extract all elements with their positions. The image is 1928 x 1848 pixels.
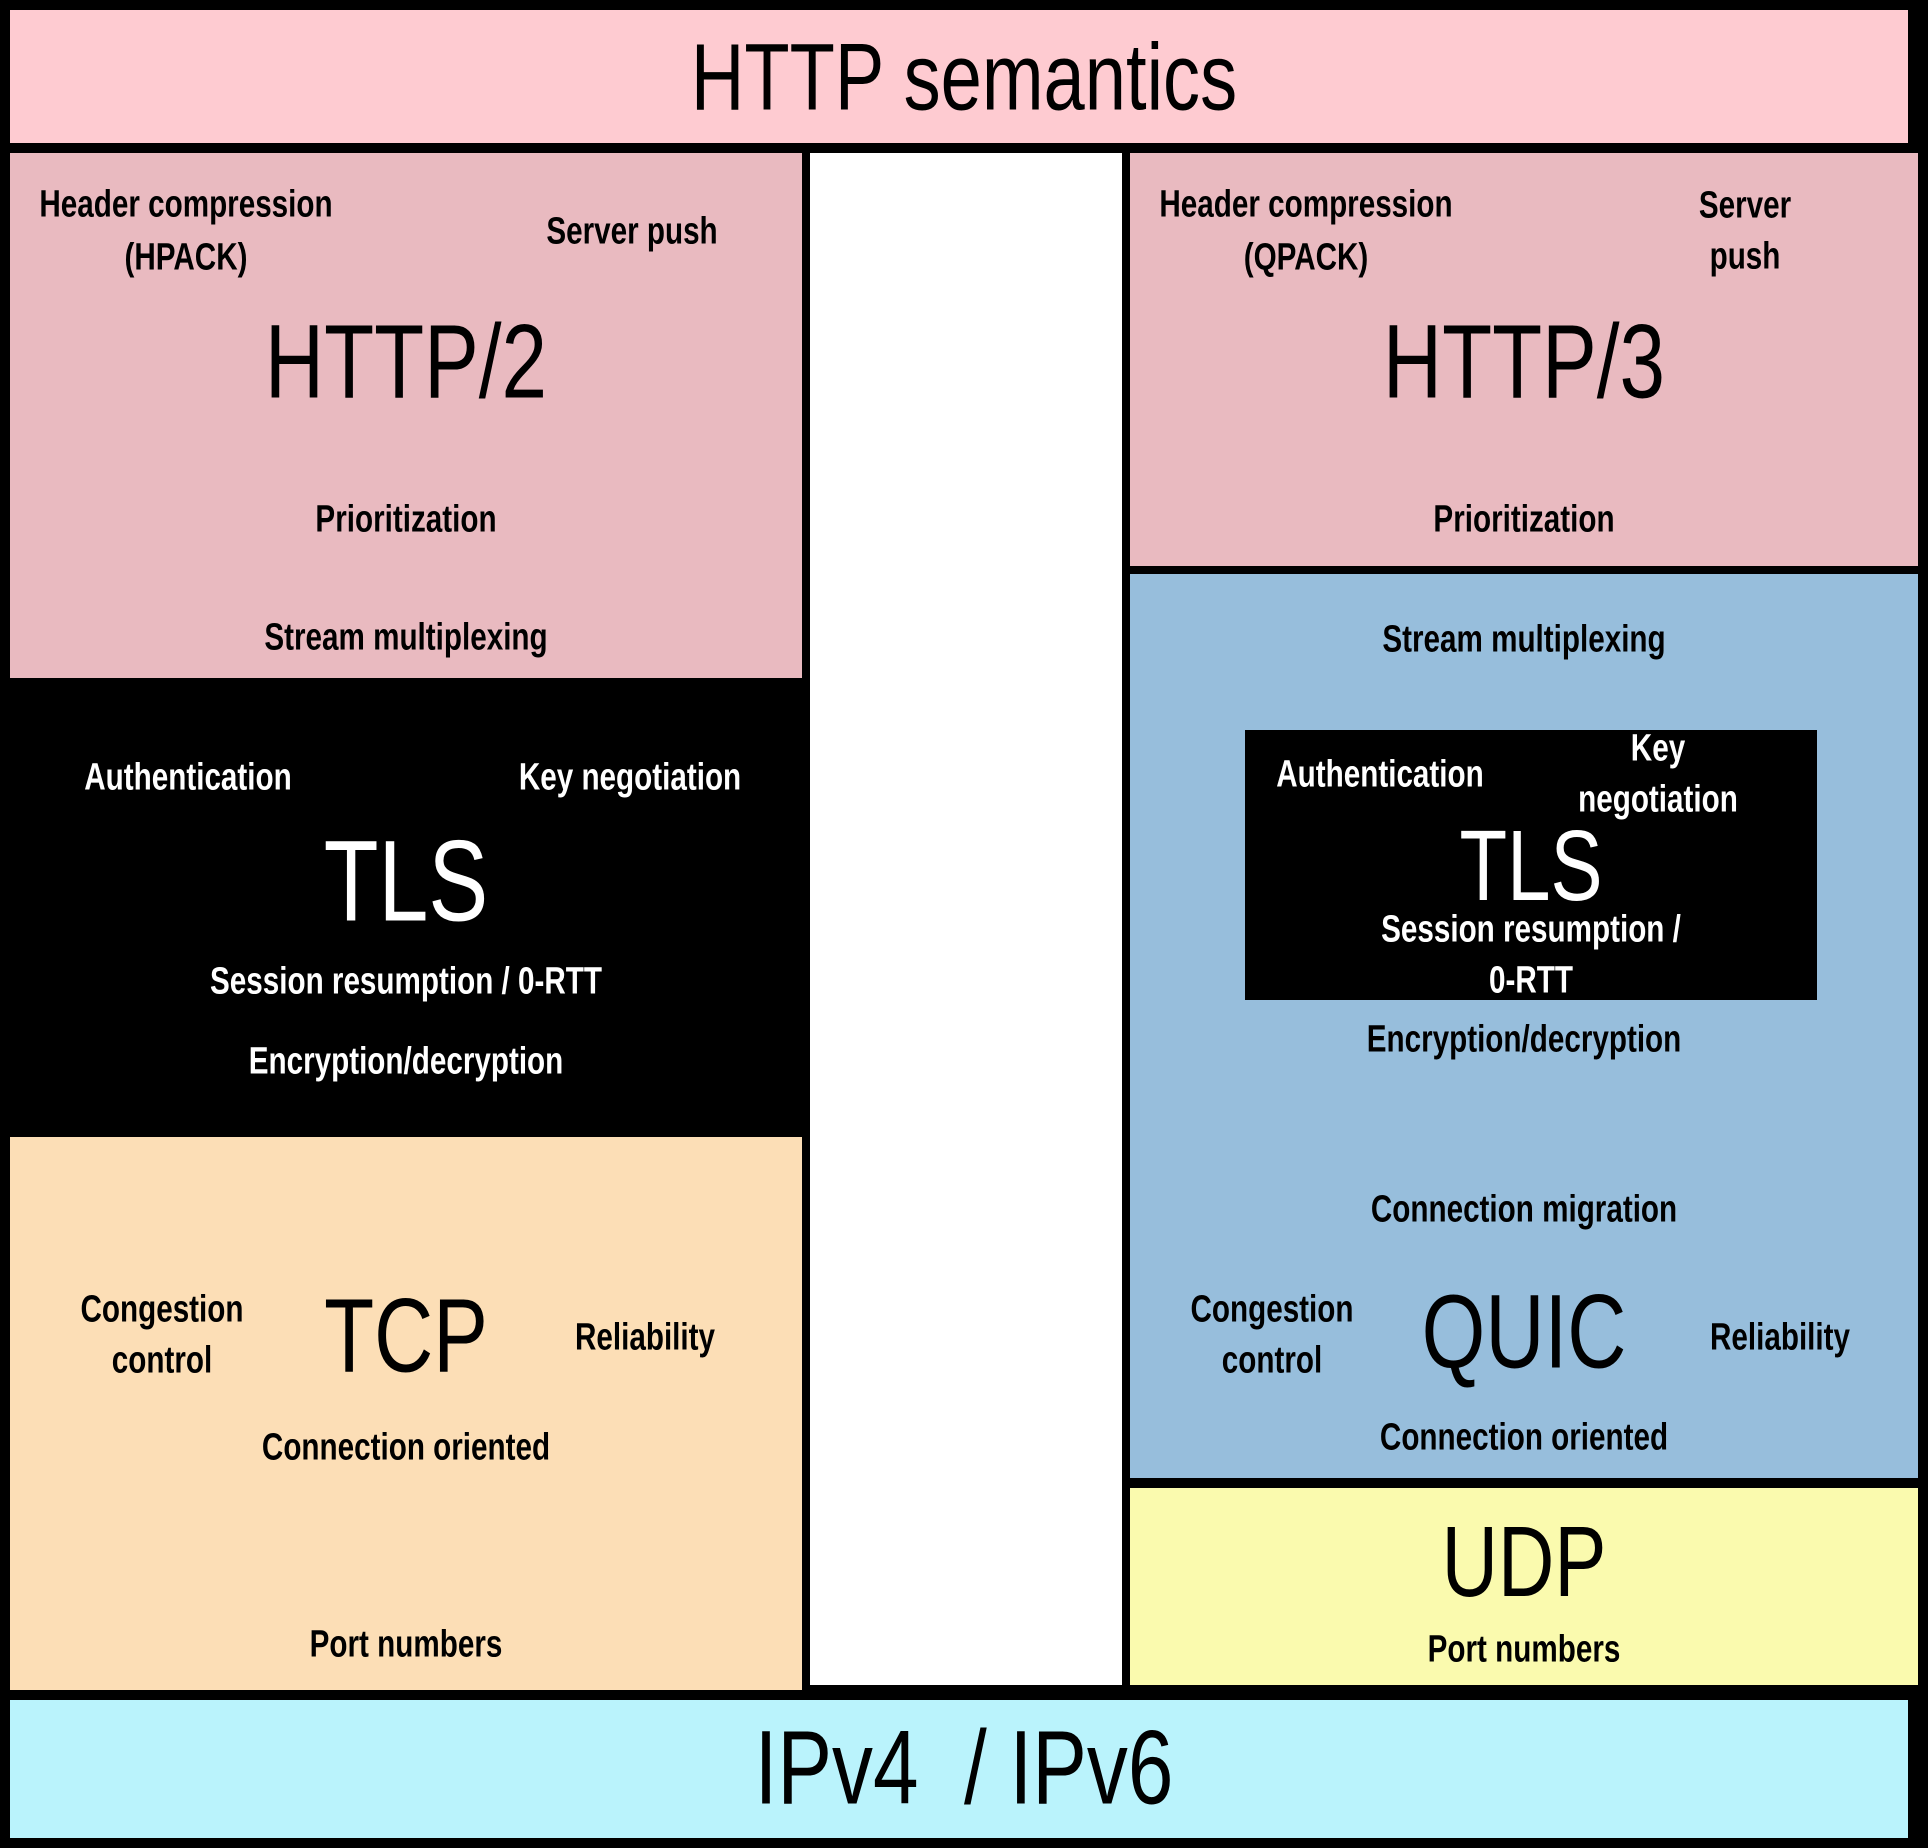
tls-left-authentication-label: Authentication — [84, 756, 292, 799]
tcp-port-numbers-label: Port numbers — [309, 1623, 503, 1666]
http3-server-push-label: Server push — [1698, 184, 1792, 278]
tls-right-title: TLS — [1459, 810, 1603, 922]
http-semantics-layer-box — [10, 10, 1908, 143]
udp-title: UDP — [1441, 1506, 1607, 1618]
quic-layer-box — [1130, 574, 1918, 1478]
quic-connection-migration-label: Connection migration — [1370, 1188, 1678, 1231]
tls-layer-box-inner — [1245, 730, 1817, 1000]
tls-left-key-negotiation-label: Key negotiation — [518, 756, 742, 799]
udp-layer-box — [1130, 1488, 1918, 1685]
http2-hpack-label: (HPACK) — [124, 236, 248, 279]
tls-right-authentication-label: Authentication — [1276, 753, 1484, 796]
quic-encryption-label: Encryption/decryption — [1366, 1018, 1682, 1061]
http2-server-push-label: Server push — [546, 210, 718, 253]
http3-title: HTTP/3 — [1382, 303, 1666, 421]
tls-left-encryption-label: Encryption/decryption — [248, 1040, 564, 1083]
tcp-congestion-control-label: Congestion control — [80, 1288, 244, 1382]
quic-congestion-control-label: Congestion control — [1190, 1288, 1354, 1382]
tcp-reliability-label: Reliability — [574, 1316, 716, 1359]
ip-layer-box — [10, 1700, 1908, 1838]
quic-title: QUIC — [1421, 1273, 1627, 1391]
tls-layer-box-left — [10, 686, 802, 1137]
quic-connection-oriented-label: Connection oriented — [1379, 1416, 1669, 1459]
http2-prioritization-label: Prioritization — [315, 498, 497, 541]
column-gap — [810, 153, 1122, 1685]
http3-qpack-label: (QPACK) — [1243, 236, 1369, 279]
http2-header-compression-label: Header compression — [39, 183, 333, 226]
http-semantics-title: HTTP semantics — [690, 24, 1238, 131]
tcp-connection-oriented-label: Connection oriented — [261, 1426, 551, 1469]
tls-right-session-resumption-label: Session resumption / 0-RTT — [1381, 908, 1681, 1002]
udp-port-numbers-label: Port numbers — [1427, 1628, 1621, 1671]
http2-title: HTTP/2 — [264, 303, 548, 421]
quic-stream-multiplexing-label: Stream multiplexing — [1382, 618, 1666, 661]
tls-left-title: TLS — [323, 817, 489, 946]
http3-header-compression-label: Header compression — [1159, 183, 1453, 226]
tcp-layer-box — [10, 1137, 802, 1690]
ip-layer-title: IPv4 / IPv6 — [754, 1709, 1174, 1827]
http3-layer-box — [1130, 153, 1918, 566]
http2-stream-multiplexing-label: Stream multiplexing — [264, 616, 548, 659]
tls-right-key-negotiation-label: Key negotiation — [1578, 727, 1738, 821]
tls-left-session-resumption-label: Session resumption / 0-RTT — [210, 960, 602, 1003]
tcp-title: TCP — [324, 1277, 488, 1395]
http2-layer-box — [10, 153, 802, 678]
http3-prioritization-label: Prioritization — [1433, 498, 1615, 541]
quic-reliability-label: Reliability — [1709, 1316, 1851, 1359]
